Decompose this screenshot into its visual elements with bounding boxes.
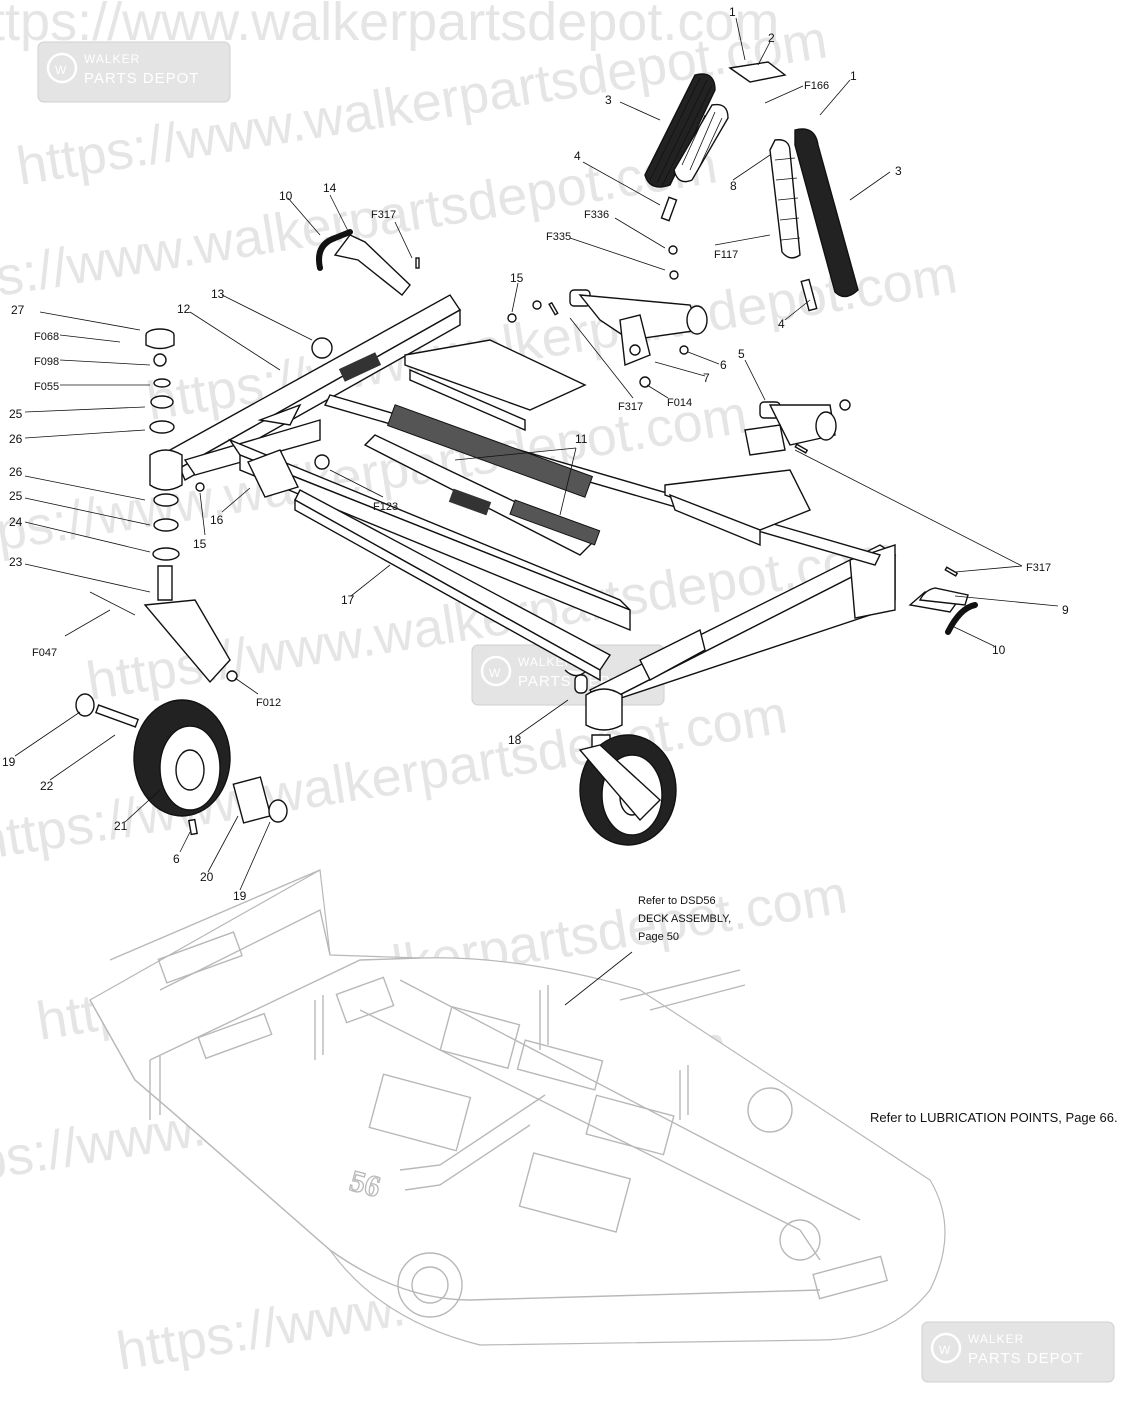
callout-F098: F098 xyxy=(34,356,59,368)
eye-bolt xyxy=(660,196,678,222)
callout-F335: F335 xyxy=(546,231,571,243)
mower-deck-ghost: 56 xyxy=(89,869,946,1346)
callout-F068: F068 xyxy=(34,331,59,343)
leader-lines xyxy=(14,17,1059,1006)
hairpin-clip xyxy=(574,674,588,694)
callout-1: 1 xyxy=(850,69,857,83)
callout-F336: F336 xyxy=(584,209,609,221)
deck-lift-frame xyxy=(169,294,897,706)
badge-line1: WALKER xyxy=(518,655,574,669)
grip-pad xyxy=(386,404,594,498)
decal xyxy=(448,488,492,516)
caster-wheel-left xyxy=(75,693,288,836)
callout-12: 12 xyxy=(177,302,191,316)
callout-5: 5 xyxy=(738,347,745,361)
callout-1: 1 xyxy=(729,5,736,19)
callout-15: 15 xyxy=(510,271,524,285)
lubrication-reference-note: Refer to LUBRICATION POINTS, Page 66. xyxy=(870,1110,1118,1125)
callout-6: 6 xyxy=(173,852,180,866)
badge-line1: WALKER xyxy=(84,52,140,66)
nut xyxy=(668,245,678,255)
callout-F123: F123 xyxy=(373,501,398,513)
watermark-badge: W WALKER PARTS DEPOT xyxy=(37,41,231,103)
callout-4: 4 xyxy=(778,317,785,331)
callout-23: 23 xyxy=(9,555,23,569)
callout-7: 7 xyxy=(703,371,710,385)
nut xyxy=(532,300,542,310)
callout-F014: F014 xyxy=(667,397,692,409)
caster-assembly-left xyxy=(89,328,238,684)
callout-19: 19 xyxy=(2,755,16,769)
callout-17: 17 xyxy=(341,593,355,607)
callout-2: 2 xyxy=(768,31,775,45)
callout-4: 4 xyxy=(574,149,581,163)
svg-text:W: W xyxy=(489,666,501,680)
badge-line1: WALKER xyxy=(968,1332,1024,1346)
cotter-pin xyxy=(794,443,809,454)
watermark-badge: W WALKER PARTS DEPOT xyxy=(921,1321,1115,1383)
callout-F166: F166 xyxy=(804,80,829,92)
spring-left xyxy=(644,73,716,188)
callout-26: 26 xyxy=(9,465,23,479)
cotter-pin xyxy=(944,566,959,577)
pivot-assembly-5 xyxy=(744,399,851,456)
callout-21: 21 xyxy=(114,819,128,833)
callout-24: 24 xyxy=(9,515,23,529)
spring-bracket xyxy=(728,61,787,83)
callout-26: 26 xyxy=(9,432,23,446)
deck-reference-note: Refer to DSD56 DECK ASSEMBLY, Page 50 xyxy=(638,895,731,943)
callout-11: 11 xyxy=(575,432,588,446)
cotter-pin xyxy=(415,257,420,269)
cotter-pin xyxy=(548,301,559,316)
callout-F117: F117 xyxy=(714,249,738,261)
callout-labels: 1 2 F166 1 3 3 4 8 F336 F335 F117 4 10 1… xyxy=(2,5,1069,903)
callout-13: 13 xyxy=(211,287,225,301)
decal xyxy=(338,352,382,382)
callout-10: 10 xyxy=(992,643,1006,657)
callout-F317: F317 xyxy=(371,209,396,221)
callout-F047: F047 xyxy=(32,647,57,659)
spring-right xyxy=(769,139,801,259)
callout-3: 3 xyxy=(605,93,612,107)
callout-F012: F012 xyxy=(256,697,281,709)
nut xyxy=(507,313,517,323)
nut xyxy=(669,270,679,280)
callout-F317: F317 xyxy=(1026,562,1051,574)
callout-3: 3 xyxy=(895,164,902,178)
callout-18: 18 xyxy=(508,733,522,747)
eye-bolt xyxy=(800,278,818,312)
badge-line2: PARTS DEPOT xyxy=(84,70,199,87)
callout-20: 20 xyxy=(200,870,214,884)
callout-25: 25 xyxy=(9,489,23,503)
deck-ref-line3: Page 50 xyxy=(638,931,679,943)
spring-outer-right xyxy=(794,128,859,298)
callout-19: 19 xyxy=(233,889,247,903)
callout-6: 6 xyxy=(720,358,727,372)
grip-pad xyxy=(509,499,601,546)
lift-pin-grip xyxy=(945,602,978,635)
callout-9: 9 xyxy=(1062,603,1069,617)
callout-27: 27 xyxy=(11,303,25,317)
callout-14: 14 xyxy=(323,181,337,195)
grommet xyxy=(311,337,333,359)
callout-10: 10 xyxy=(279,189,293,203)
callout-16: 16 xyxy=(210,513,224,527)
callout-8: 8 xyxy=(730,179,737,193)
spring-inner xyxy=(673,103,729,183)
pivot-assembly-7 xyxy=(569,289,708,388)
grommet xyxy=(314,454,330,470)
caster-wheel-right xyxy=(564,669,677,846)
callout-F317: F317 xyxy=(618,401,643,413)
badge-line2: PARTS DEPOT xyxy=(968,1350,1083,1367)
deck-ref-line1: Refer to DSD56 xyxy=(638,895,716,907)
deck-ref-line2: DECK ASSEMBLY, xyxy=(638,913,731,925)
callout-F055: F055 xyxy=(34,381,59,393)
callout-25: 25 xyxy=(9,407,23,421)
callout-15: 15 xyxy=(193,537,207,551)
badge-logo-letter: W xyxy=(55,63,67,77)
svg-text:W: W xyxy=(939,1343,951,1357)
callout-22: 22 xyxy=(40,779,54,793)
lift-pin-grip xyxy=(316,229,353,271)
